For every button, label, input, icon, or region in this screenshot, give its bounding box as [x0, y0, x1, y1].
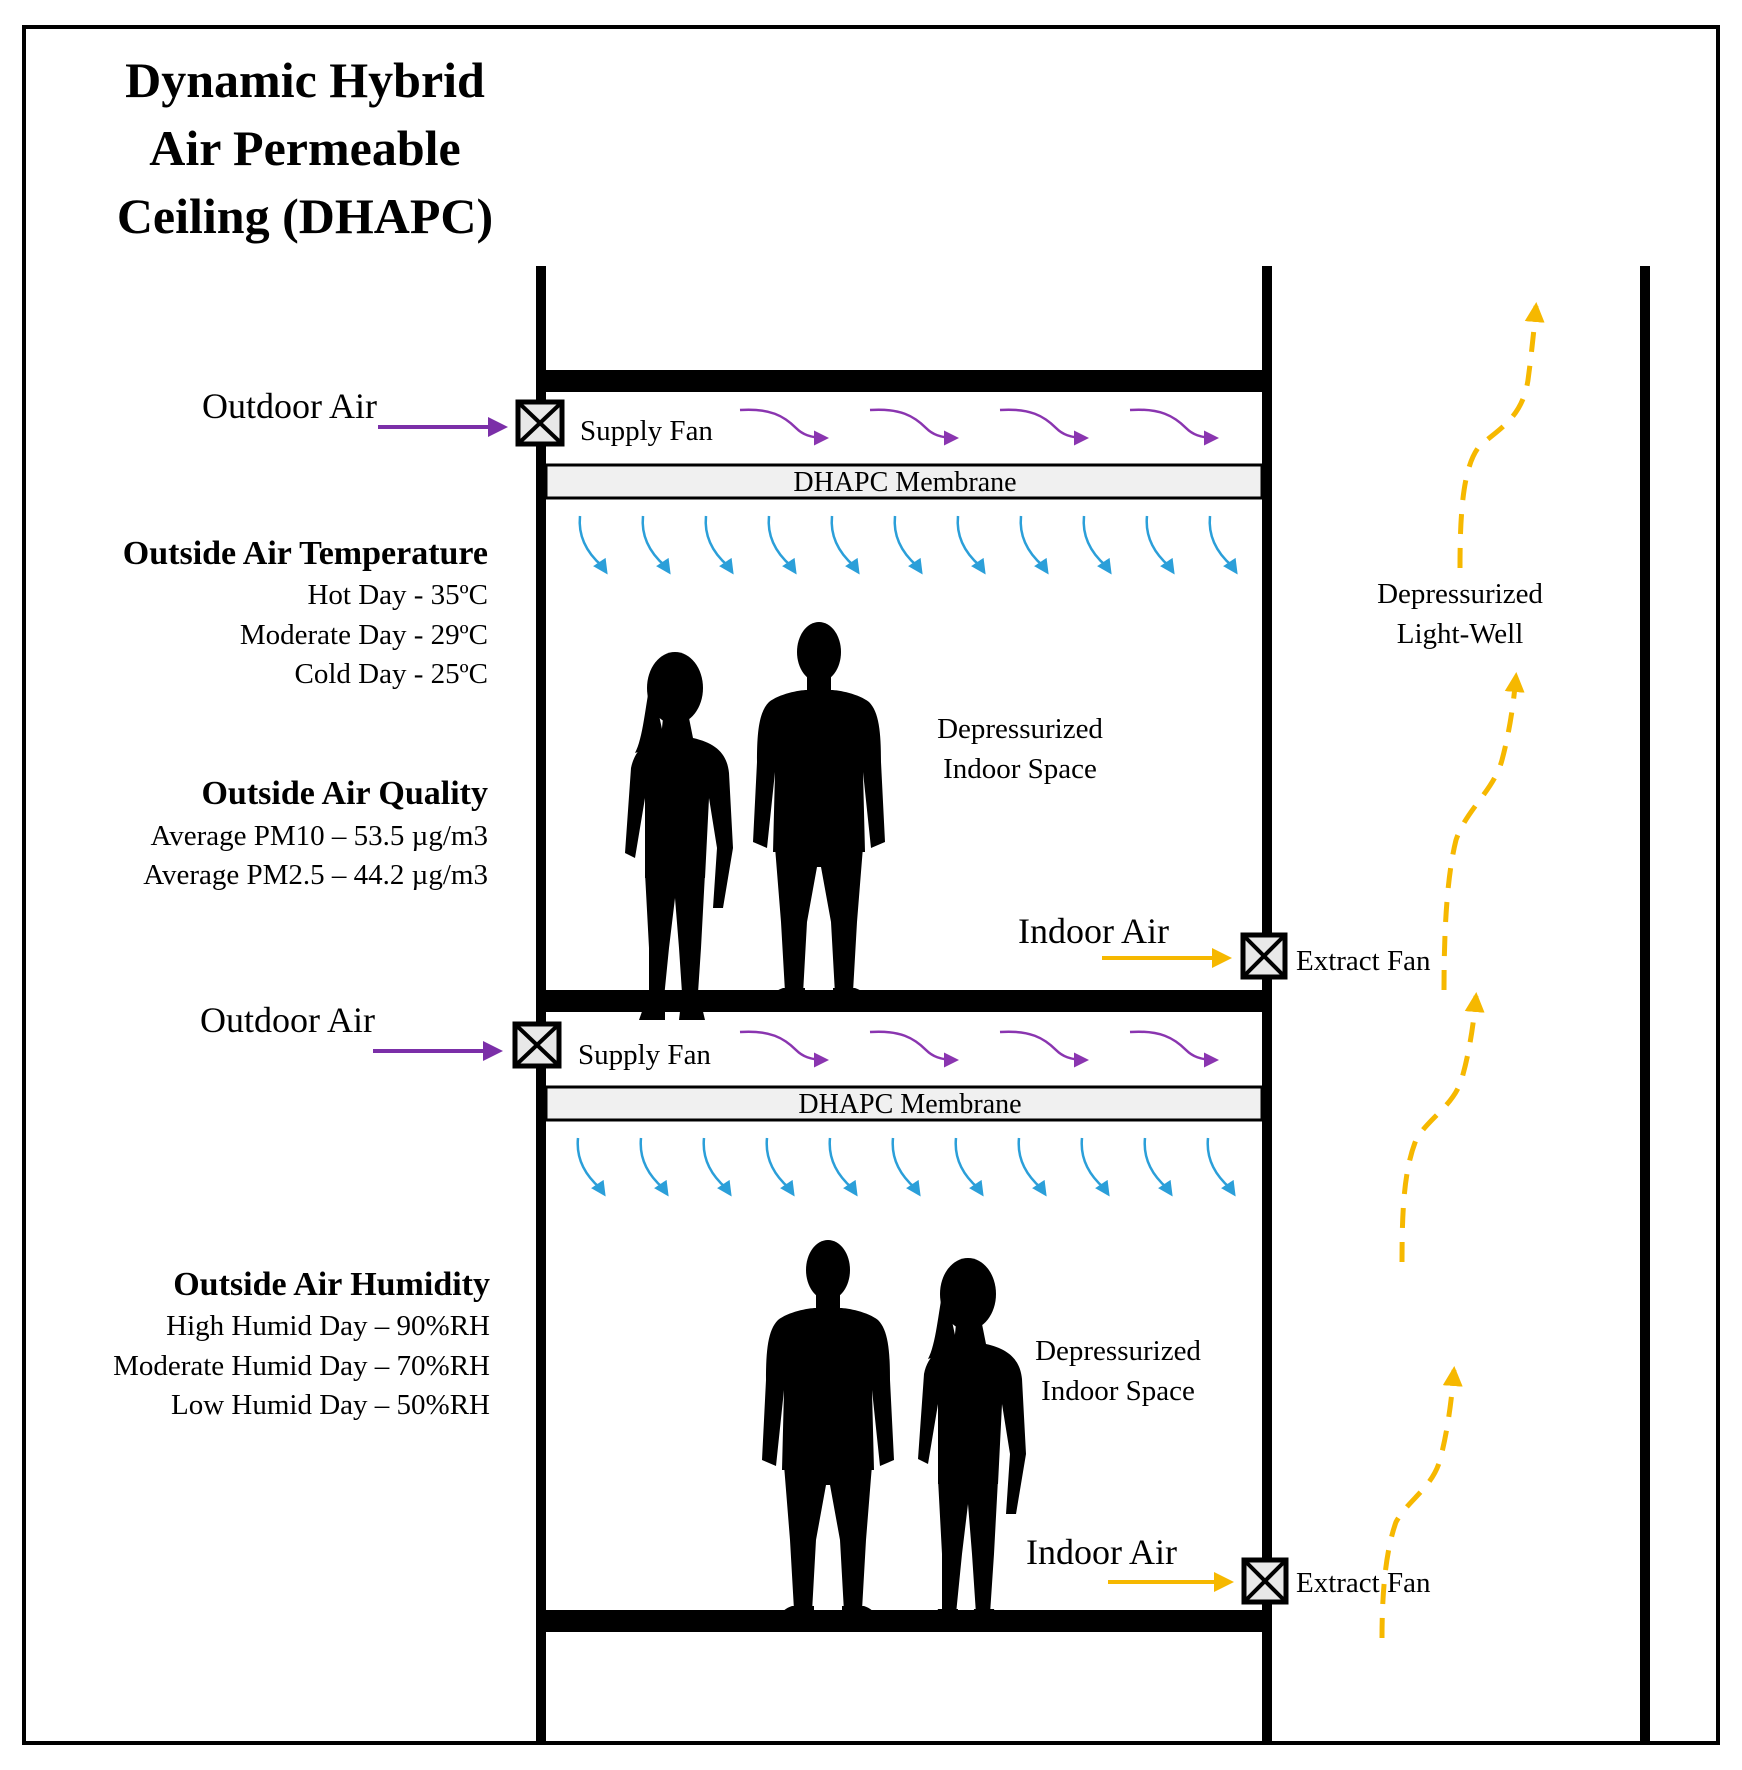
- supply-fan-1-icon: [515, 399, 565, 447]
- room-flow-arrow: [830, 515, 860, 575]
- supply-fan-2-label: Supply Fan: [578, 1039, 711, 1071]
- temperature-item: Moderate Day - 29ºC: [240, 619, 488, 651]
- ground-slab: [541, 1610, 1267, 1632]
- room-flow-arrow: [576, 1137, 606, 1197]
- room-flow-arrow: [1017, 1137, 1047, 1197]
- lightwell-arrow-1: [1457, 302, 1545, 569]
- room-flow-arrow: [828, 1137, 858, 1197]
- membrane-2-label: DHAPC Membrane: [798, 1089, 1021, 1120]
- quality-item: Average PM2.5 – 44.2 µg/m3: [143, 859, 488, 891]
- room-flow-arrow: [1208, 515, 1238, 575]
- supply-flow-arrow: [869, 408, 959, 446]
- outdoor-air-label-1: Outdoor Air: [202, 386, 377, 426]
- room-flow-arrow: [1145, 515, 1175, 575]
- supply-flow-arrow: [739, 1030, 829, 1068]
- supply-flow-arrow: [739, 408, 829, 446]
- room-flow-arrow: [1080, 1137, 1110, 1197]
- room-flow-arrow: [893, 515, 923, 575]
- quality-heading: Outside Air Quality: [201, 775, 488, 812]
- space-2-label-line-2: Indoor Space: [1041, 1375, 1195, 1407]
- lightwell-arrow-3: [1399, 992, 1485, 1263]
- room-flow-arrow: [702, 1137, 732, 1197]
- space-2-label-line-1: Depressurized: [1035, 1335, 1201, 1367]
- humidity-item: Moderate Humid Day – 70%RH: [113, 1350, 490, 1382]
- supply-flow-arrow: [869, 1030, 959, 1068]
- person-woman-icon: [918, 1258, 1026, 1626]
- lightwell-arrow-2: [1441, 672, 1525, 991]
- outer-frame: [22, 25, 1720, 1745]
- membrane-1-label: DHAPC Membrane: [793, 467, 1016, 498]
- membrane-1: [544, 463, 1264, 500]
- room-flow-arrows-1: [578, 515, 1238, 575]
- room-flow-arrow: [956, 515, 986, 575]
- room-flow-arrow: [641, 515, 671, 575]
- middle-slab: [541, 990, 1267, 1012]
- room-flow-arrow: [767, 515, 797, 575]
- title-line-2: Air Permeable: [149, 120, 460, 176]
- outdoor-air-label-2: Outdoor Air: [200, 1000, 375, 1040]
- supply-flow-arrow: [1129, 1030, 1219, 1068]
- humidity-item: High Humid Day – 90%RH: [166, 1310, 490, 1342]
- room-flow-arrow: [1082, 515, 1112, 575]
- roof-slab: [541, 370, 1267, 392]
- lightwell-label-line-2: Light-Well: [1397, 618, 1524, 650]
- lightwell-arrow-4: [1379, 1366, 1463, 1639]
- supply-flow-arrow: [1129, 408, 1219, 446]
- room-flow-arrow: [578, 515, 608, 575]
- temperature-heading: Outside Air Temperature: [123, 535, 488, 572]
- indoor-air-label-1: Indoor Air: [1018, 911, 1169, 951]
- extract-fan-1-icon: [1240, 932, 1288, 980]
- space-1-label-line-2: Indoor Space: [943, 753, 1097, 785]
- extract-fan-2-icon: [1241, 1557, 1289, 1605]
- room-flow-arrow: [1019, 515, 1049, 575]
- temperature-item: Hot Day - 35ºC: [307, 579, 488, 611]
- temperature-item: Cold Day - 25ºC: [295, 658, 488, 690]
- quality-item: Average PM10 – 53.5 µg/m3: [150, 820, 488, 852]
- supply-flow-arrow: [999, 1030, 1089, 1068]
- lightwell-label-line-1: Depressurized: [1377, 578, 1543, 610]
- title-line-3: Ceiling (DHAPC): [117, 188, 493, 244]
- supply-fan-1-label: Supply Fan: [580, 415, 713, 447]
- room-flow-arrow: [954, 1137, 984, 1197]
- extract-fan-2-label: Extract Fan: [1296, 1567, 1431, 1599]
- room-flow-arrow: [704, 515, 734, 575]
- supply-flow-arrows-1: [739, 408, 1219, 446]
- humidity-heading: Outside Air Humidity: [173, 1266, 490, 1303]
- supply-fan-2-icon: [512, 1021, 562, 1069]
- membrane-2: [544, 1085, 1264, 1122]
- room-flow-arrows-2: [576, 1137, 1236, 1197]
- title-line-1: Dynamic Hybrid: [125, 52, 485, 108]
- person-woman-icon: [625, 652, 733, 1020]
- person-man-icon: [762, 1240, 894, 1620]
- humidity-item: Low Humid Day – 50%RH: [171, 1389, 490, 1421]
- person-man-icon: [753, 622, 885, 1002]
- lightwell-flow-arrows: [1379, 302, 1545, 1639]
- indoor-air-label-2: Indoor Air: [1026, 1532, 1177, 1572]
- room-flow-arrow: [639, 1137, 669, 1197]
- extract-fan-1-label: Extract Fan: [1296, 945, 1431, 977]
- room-flow-arrow: [1143, 1137, 1173, 1197]
- building-structure: [536, 266, 1650, 1743]
- space-1-label-line-1: Depressurized: [937, 713, 1103, 745]
- supply-flow-arrow: [999, 408, 1089, 446]
- lightwell-wall: [1640, 266, 1650, 1743]
- room-flow-arrow: [1206, 1137, 1236, 1197]
- room-flow-arrow: [891, 1137, 921, 1197]
- room-flow-arrow: [765, 1137, 795, 1197]
- supply-flow-arrows-2: [739, 1030, 1219, 1068]
